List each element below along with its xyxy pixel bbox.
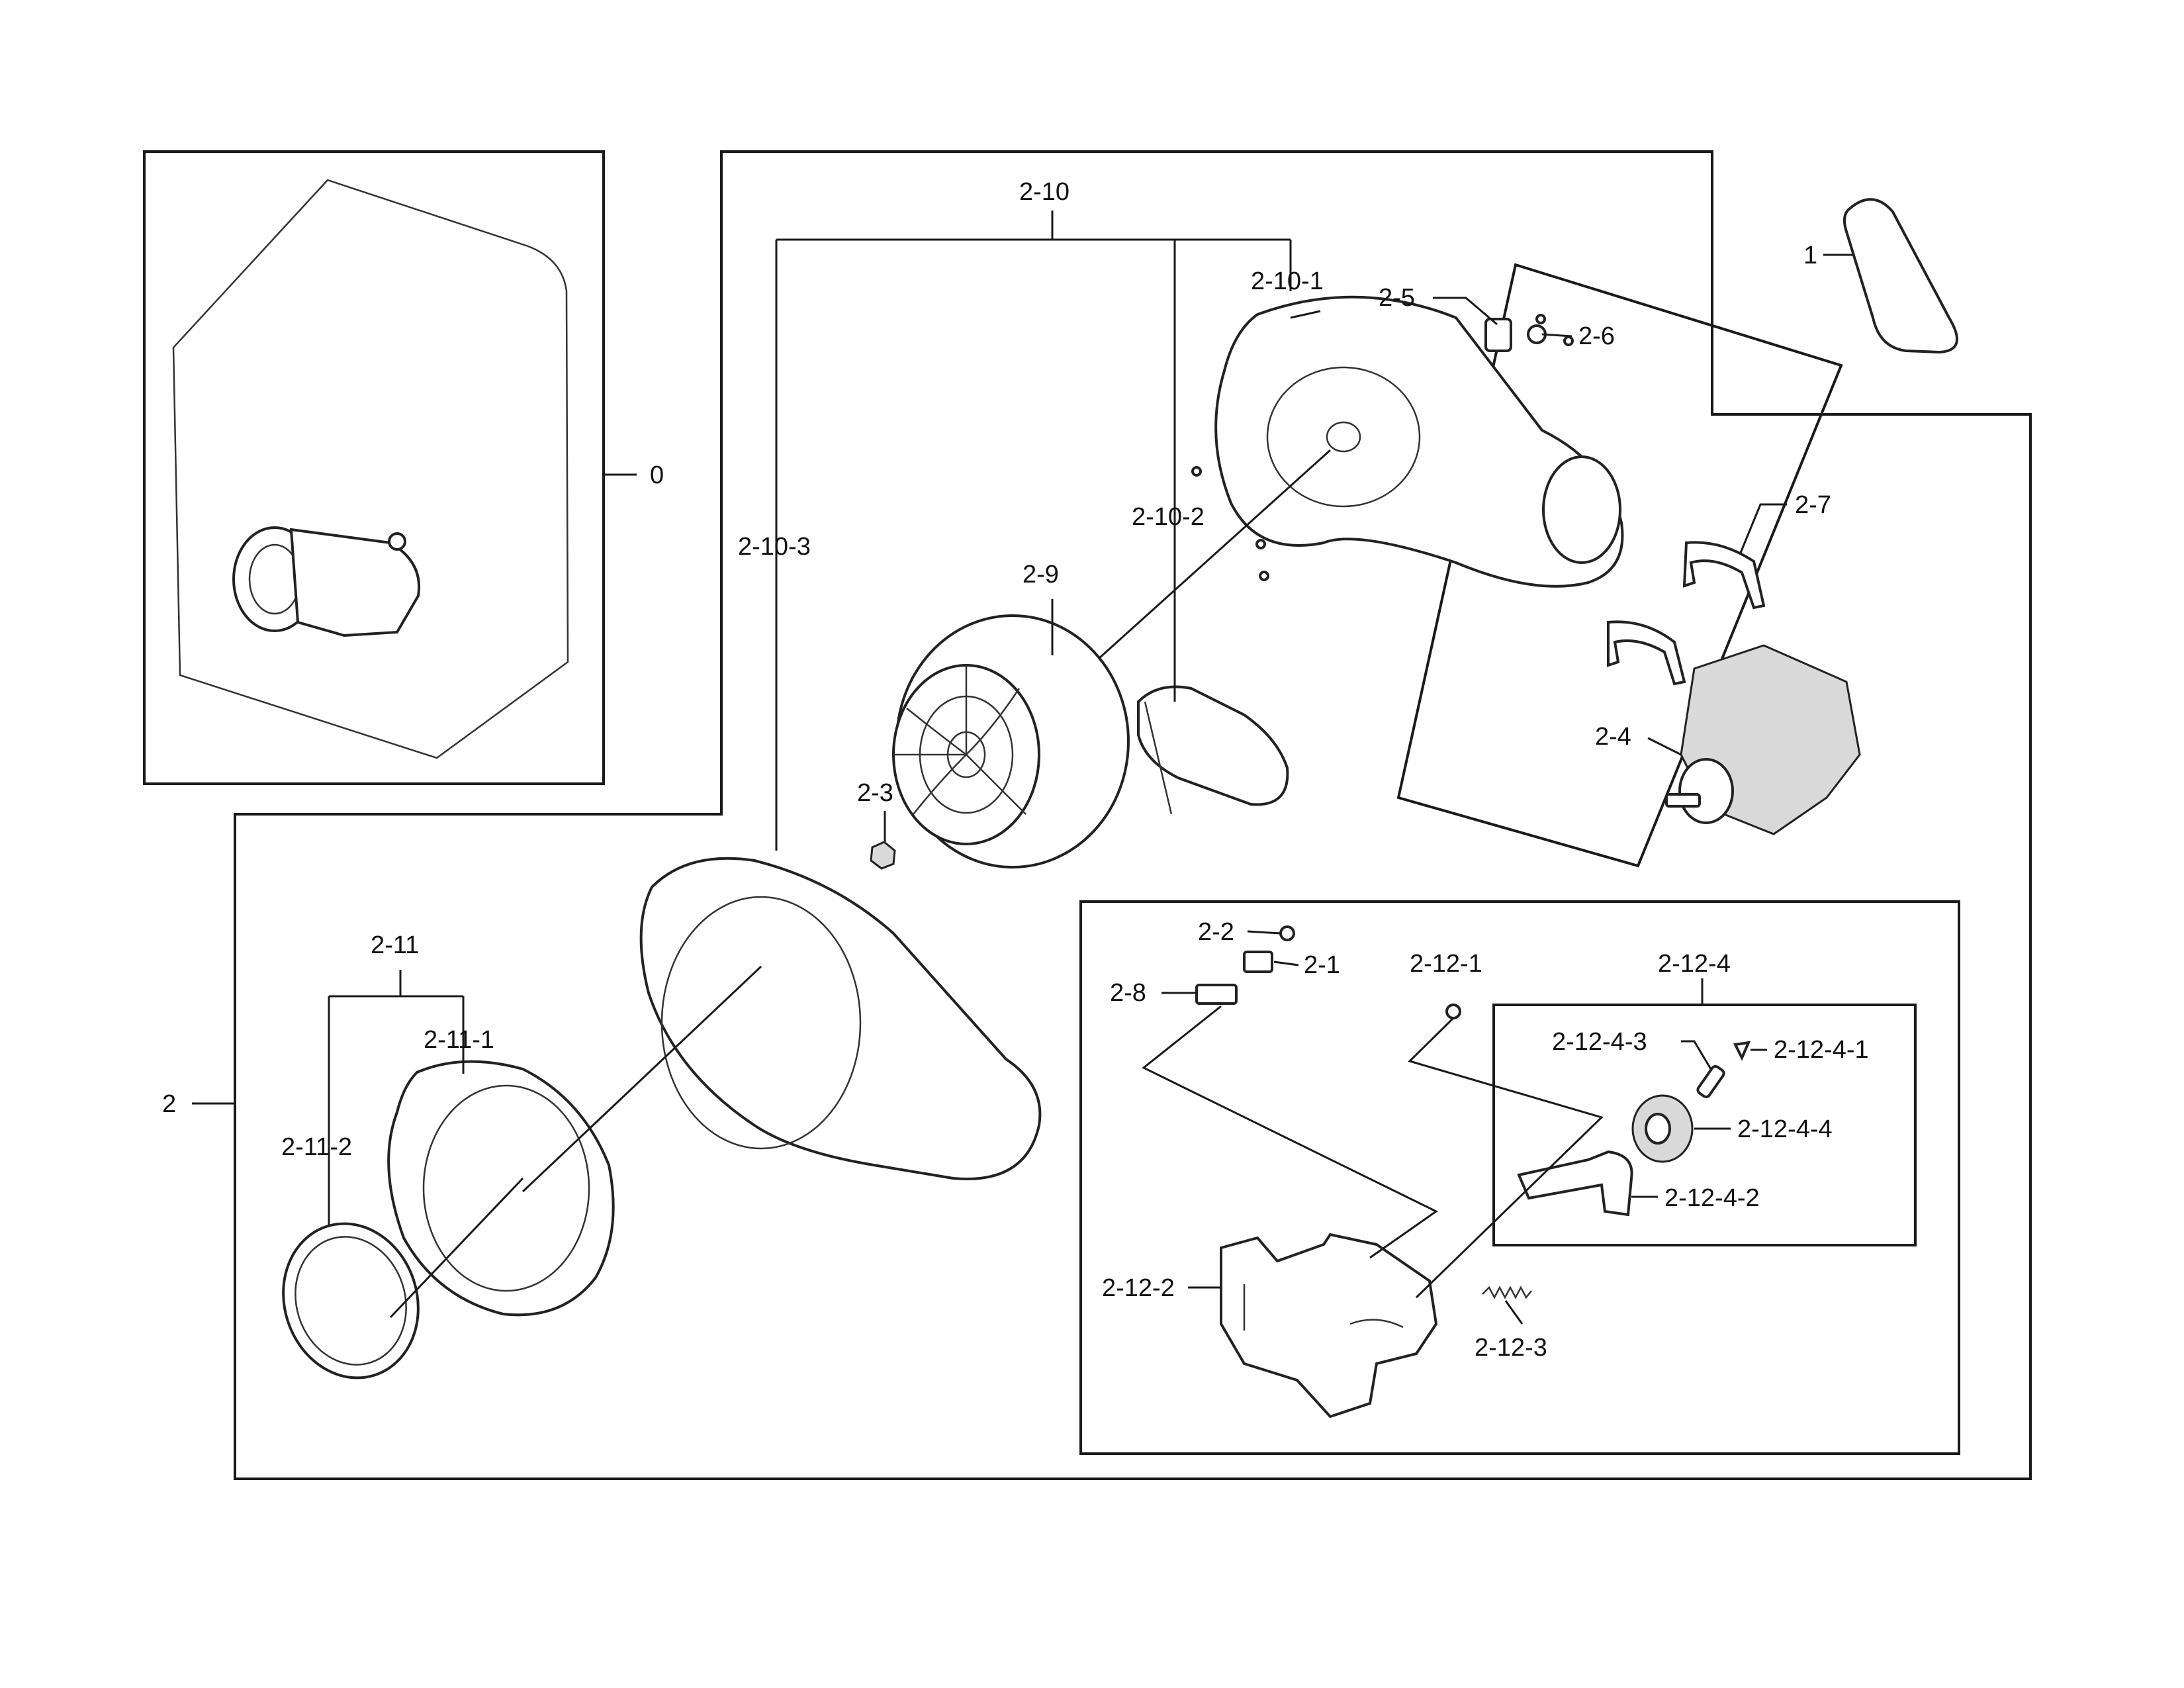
fan-housing-cover-outlet xyxy=(1542,455,1621,564)
felt-seal-inner xyxy=(295,1236,407,1366)
callout-0: 0 xyxy=(650,461,664,489)
callout-2-9: 2-9 xyxy=(1023,561,1059,588)
fan-housing-rear-opening xyxy=(660,896,862,1150)
nut-part xyxy=(870,841,896,870)
small-screw-e xyxy=(1259,571,1269,581)
callout-2-10-1: 2-10-1 xyxy=(1251,267,1324,295)
motor-clip-upper-part xyxy=(1682,541,1766,610)
belt-part xyxy=(1843,198,1958,354)
assembly-2-frame xyxy=(234,150,2032,1480)
callout-2-6: 2-6 xyxy=(1578,322,1615,350)
motor-base-bracket-part xyxy=(1220,1233,1438,1419)
callout-2-12-2: 2-12-2 xyxy=(1102,1274,1175,1302)
front-plate-part xyxy=(387,1060,615,1317)
callout-2-12-4: 2-12-4 xyxy=(1658,950,1731,978)
callout-2-5: 2-5 xyxy=(1379,284,1415,312)
callout-2-12-1: 2-12-1 xyxy=(1410,950,1482,978)
switch-2-8-part xyxy=(1195,984,1238,1005)
callout-2-12-4-3: 2-12-4-3 xyxy=(1552,1028,1647,1056)
callout-2-12-4-4: 2-12-4-4 xyxy=(1737,1115,1833,1143)
front-plate-opening xyxy=(422,1084,590,1292)
felt-seal-part xyxy=(282,1222,420,1380)
leader-lines xyxy=(192,211,1853,1325)
callout-2-2: 2-2 xyxy=(1198,918,1234,946)
assembly-2-12-4-frame xyxy=(1492,1004,1917,1246)
spring-part xyxy=(1482,1286,1532,1299)
switch-2-1-part xyxy=(1243,951,1273,973)
callout-2-12-3: 2-12-3 xyxy=(1475,1334,1547,1362)
fan-housing-rear-part xyxy=(639,857,1042,1180)
idler-pulley-hub xyxy=(1645,1113,1671,1145)
callout-2: 2 xyxy=(162,1090,176,1118)
small-screw-d xyxy=(1255,539,1266,549)
screw-2-12-1-part xyxy=(1445,1004,1461,1019)
idler-shaft-part xyxy=(1696,1064,1725,1099)
small-screw-c xyxy=(1191,466,1202,477)
motor-clip-lower-part xyxy=(1607,620,1686,686)
callout-labels: 0 1 2 2-10 2-10-1 2-5 2-6 2-10-3 2-10-2 … xyxy=(162,178,1869,1362)
small-screw-b xyxy=(1563,336,1574,346)
screw-2-2-part xyxy=(1279,925,1295,941)
callout-2-4: 2-4 xyxy=(1595,723,1631,751)
motor-endcap xyxy=(1678,758,1734,824)
motor-shaft xyxy=(1665,793,1701,808)
motor-bracket-part xyxy=(1484,318,1512,352)
callout-2-8: 2-8 xyxy=(1110,979,1146,1007)
idler-arm-part xyxy=(1517,1150,1633,1217)
idler-clip-part xyxy=(1733,1041,1751,1061)
callout-2-3: 2-3 xyxy=(857,779,893,807)
callout-2-1: 2-1 xyxy=(1304,951,1340,979)
small-screw-a xyxy=(1535,314,1546,324)
callout-2-10-2: 2-10-2 xyxy=(1132,503,1205,531)
callout-2-7: 2-7 xyxy=(1795,491,1831,519)
fan-housing-cover-hub xyxy=(1326,421,1361,453)
motor-base-bracket-slot xyxy=(1243,1284,1404,1331)
callout-2-10-3: 2-10-3 xyxy=(738,533,811,561)
callout-2-11-1: 2-11-1 xyxy=(424,1026,494,1054)
blower-wheel-part xyxy=(892,614,1130,868)
callout-1: 1 xyxy=(1803,242,1817,269)
assembly-0-outline xyxy=(172,179,569,759)
motor-group-frame xyxy=(1396,263,1843,868)
assembly-0-cap xyxy=(388,532,406,551)
callout-2-11: 2-11 xyxy=(371,931,419,959)
callout-2-10: 2-10 xyxy=(1019,178,1069,206)
assembly-0-drawing xyxy=(172,179,569,759)
fan-housing-cover-opening xyxy=(1266,366,1421,508)
callout-2-12-4-1: 2-12-4-1 xyxy=(1774,1036,1869,1064)
callout-2-12-4-2: 2-12-4-2 xyxy=(1664,1184,1760,1212)
callout-2-11-2: 2-11-2 xyxy=(281,1133,352,1161)
frames xyxy=(143,150,2032,1480)
assembly-2-12-frame xyxy=(1079,900,1960,1455)
air-duct-part xyxy=(1137,685,1289,806)
air-duct-flange xyxy=(1144,701,1173,815)
assembly-0-frame xyxy=(143,150,605,785)
